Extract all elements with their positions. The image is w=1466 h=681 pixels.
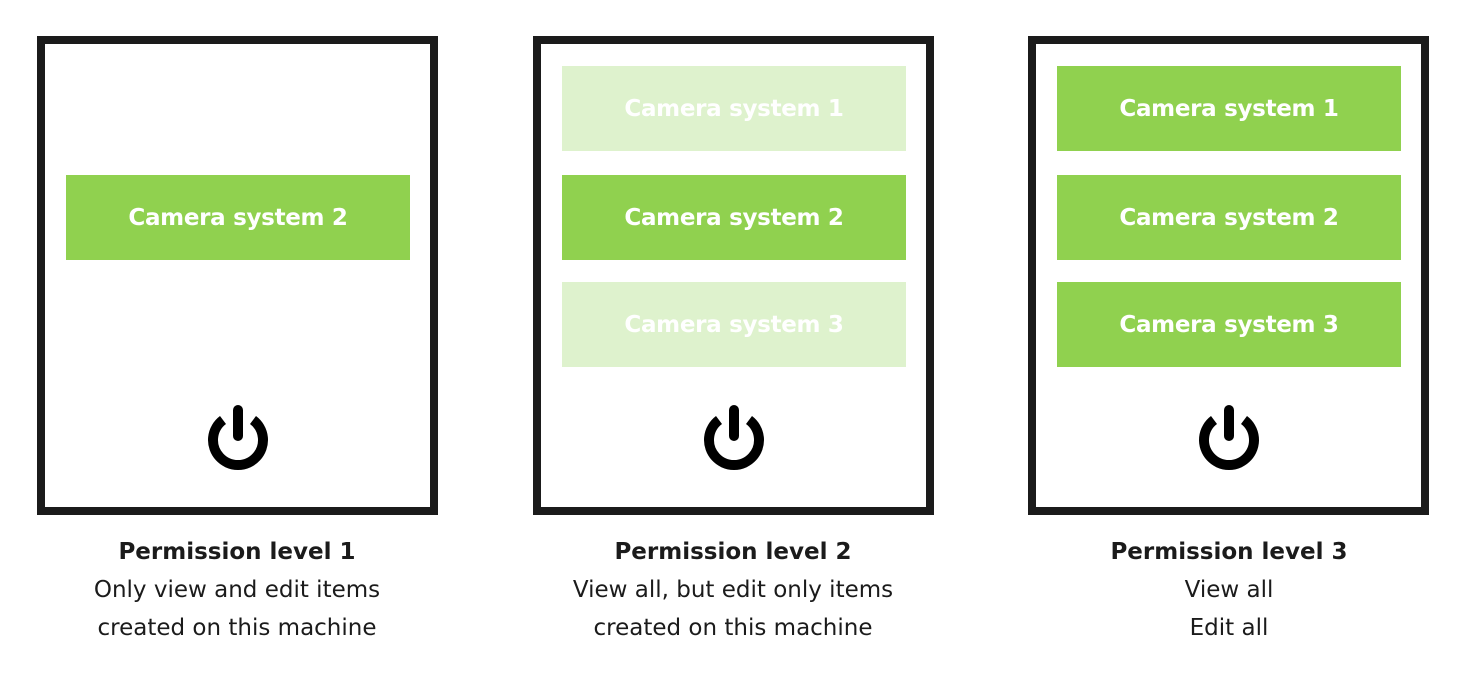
power-icon — [1198, 405, 1259, 470]
caption-line: created on this machine — [593, 615, 873, 641]
caption-title: Permission level 2 — [614, 539, 852, 565]
camera-system-item: Camera system 2 — [66, 175, 410, 260]
caption-line: Edit all — [1189, 615, 1269, 641]
caption-line: View all, but edit only items — [572, 577, 894, 603]
caption-line: created on this machine — [97, 615, 377, 641]
caption-level-3: Permission level 3 View all Edit all — [999, 533, 1459, 647]
camera-system-item: Camera system 2 — [562, 175, 906, 260]
power-icon — [207, 405, 268, 470]
caption-title: Permission level 1 — [118, 539, 356, 565]
camera-system-item: Camera system 1 — [1057, 66, 1401, 151]
caption-level-1: Permission level 1 Only view and edit it… — [7, 533, 467, 647]
camera-system-item: Camera system 1 — [562, 66, 906, 151]
caption-line: View all — [1184, 577, 1274, 603]
caption-level-2: Permission level 2 View all, but edit on… — [503, 533, 963, 647]
machine-frame-level-2: Camera system 1 Camera system 2 Camera s… — [533, 36, 934, 515]
camera-system-item: Camera system 3 — [562, 282, 906, 367]
camera-system-item: Camera system 3 — [1057, 282, 1401, 367]
caption-line: Only view and edit items — [93, 577, 381, 603]
camera-system-item: Camera system 2 — [1057, 175, 1401, 260]
machine-frame-level-3: Camera system 1 Camera system 2 Camera s… — [1028, 36, 1429, 515]
machine-frame-level-1: Camera system 2 — [37, 36, 438, 515]
power-icon — [703, 405, 764, 470]
caption-title: Permission level 3 — [1110, 539, 1348, 565]
